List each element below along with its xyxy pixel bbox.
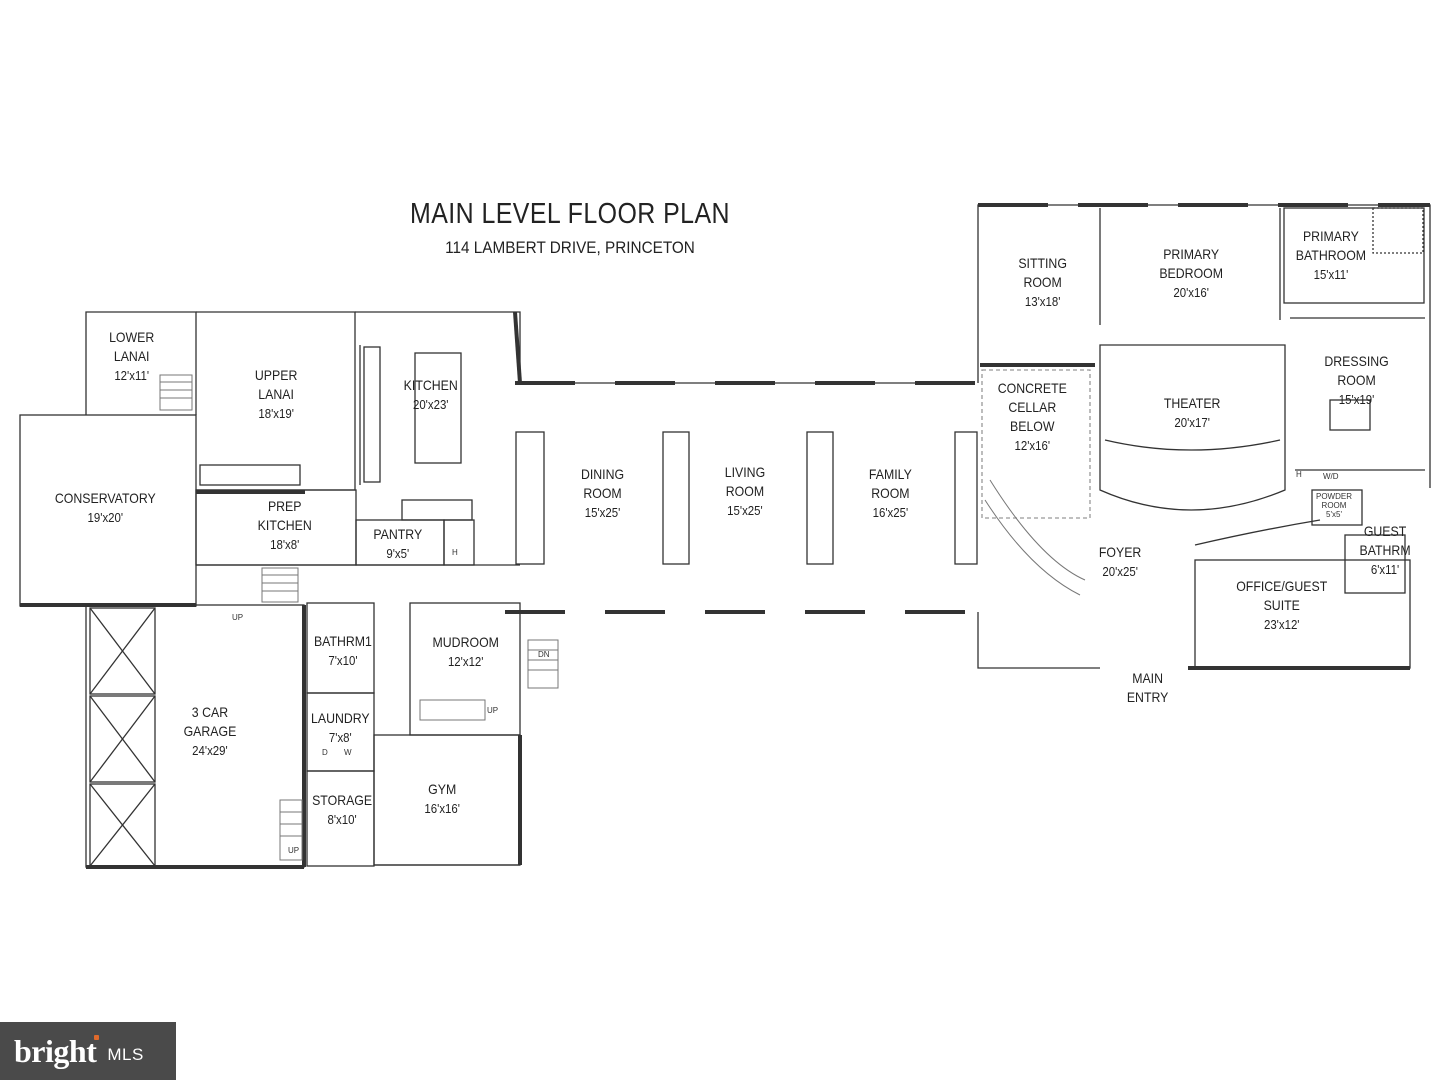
dn-label: DN xyxy=(538,650,550,659)
powder-room-label: POWDER ROOM 5'x5' xyxy=(1316,492,1352,519)
dryer-label: D xyxy=(322,748,328,757)
h-label-theater: H xyxy=(1296,470,1302,479)
logo-accent-mark xyxy=(94,1034,100,1040)
kitchen-walls xyxy=(355,311,975,384)
up-label-mudroom: UP xyxy=(487,706,499,715)
wd-label: W/D xyxy=(1323,472,1339,481)
theater-walls xyxy=(1099,344,1286,511)
lower-lanai-walls xyxy=(85,311,197,415)
room-main-entry: MAIN ENTRY xyxy=(1126,670,1169,705)
h-label-pantry: H xyxy=(452,548,458,557)
plan-subtitle: 114 LAMBERT DRIVE, PRINCETON xyxy=(445,238,695,257)
washer-label: W xyxy=(344,748,352,757)
plan-title: MAIN LEVEL FLOOR PLAN xyxy=(410,198,730,230)
up-label-storage: UP xyxy=(288,846,300,855)
up-label-lanai: UP xyxy=(232,613,244,622)
